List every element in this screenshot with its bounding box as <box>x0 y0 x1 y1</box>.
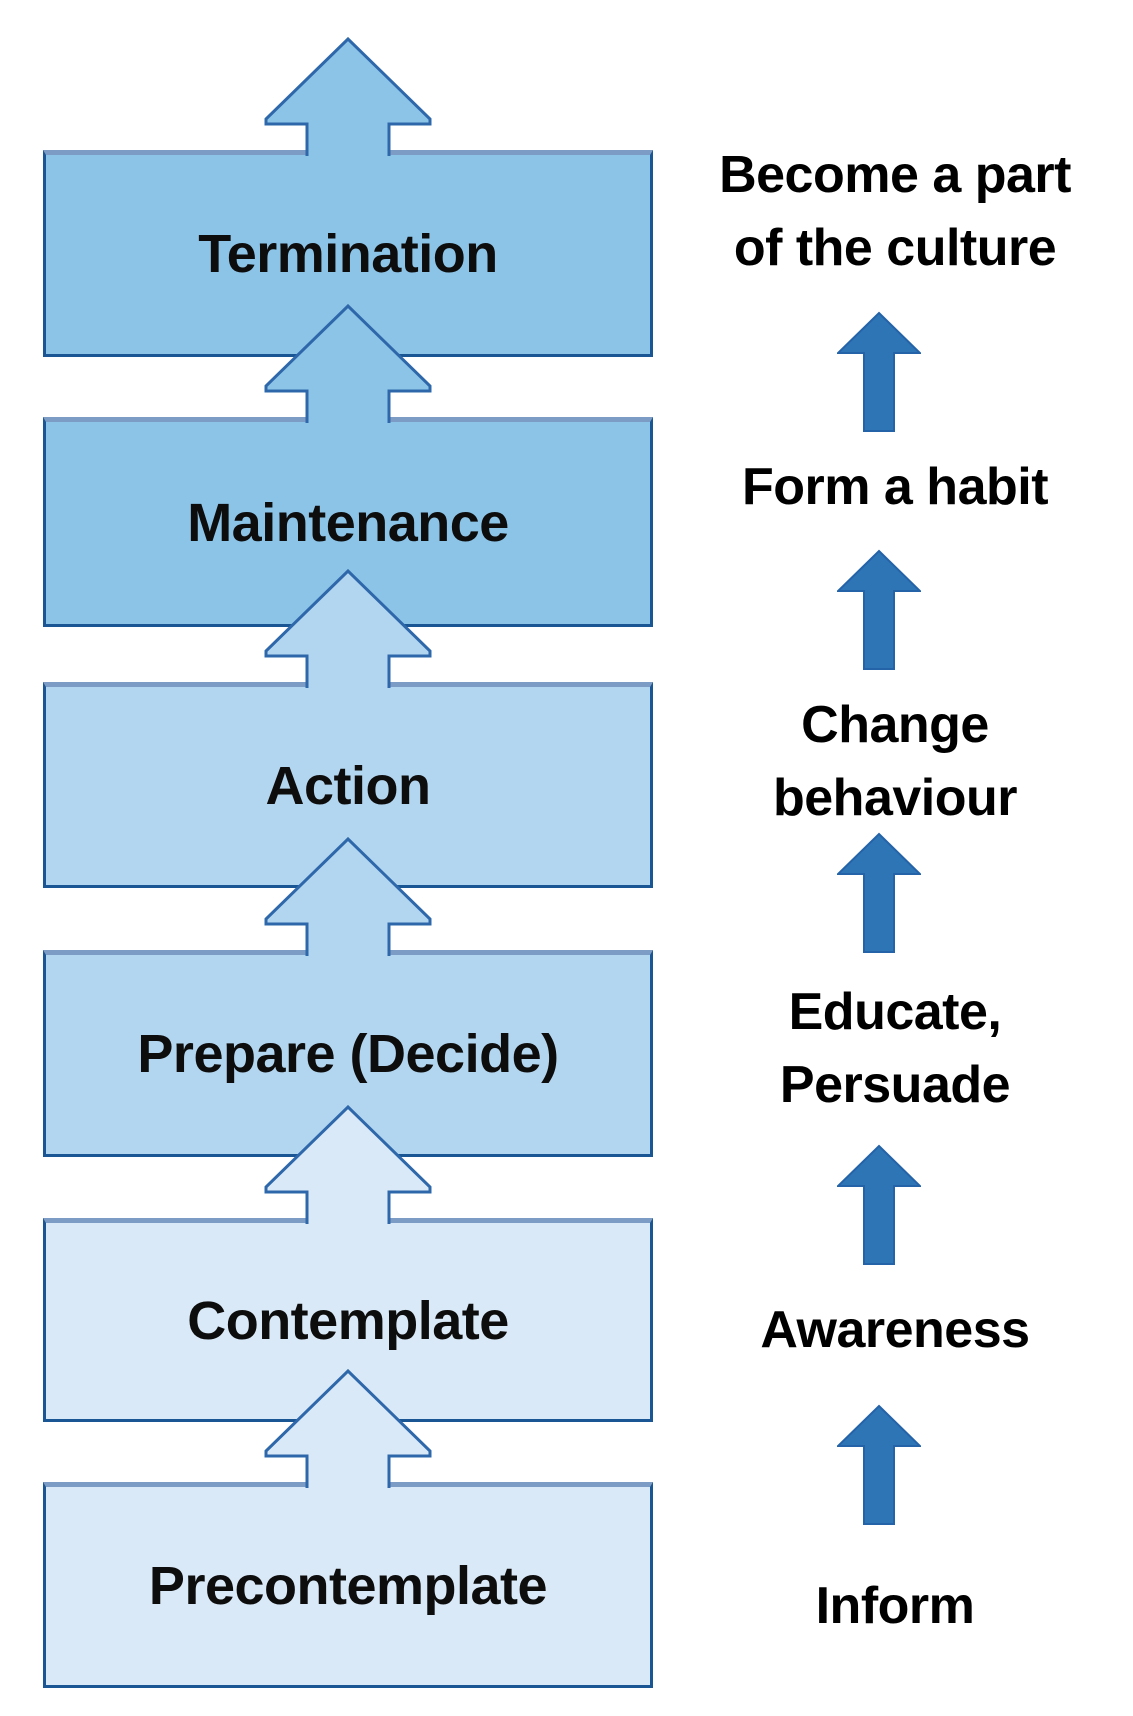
stage-up-arrow-prepare-decide <box>264 837 432 956</box>
stage-label-prepare-decide: Prepare (Decide) <box>137 1024 559 1085</box>
stage-label-precontemplate: Precontemplate <box>148 1555 548 1616</box>
stage-box-precontemplate: Precontemplate <box>43 1482 653 1688</box>
up-arrow-shape <box>264 304 432 423</box>
intervention-text: Awareness <box>760 1301 1030 1359</box>
up-arrow-shape <box>264 837 432 956</box>
intervention-label-change-behaviour: Change behaviour <box>665 689 1125 835</box>
stage-label-contemplate: Contemplate <box>187 1290 509 1351</box>
stage-up-arrow-maintenance <box>264 304 432 423</box>
intervention-text: Change behaviour <box>773 696 1018 827</box>
up-arrow-shape <box>264 1105 432 1224</box>
intervention-text: Educate, Persuade <box>779 983 1011 1114</box>
stage-up-arrow-action <box>264 569 432 688</box>
up-arrow-shape <box>837 549 921 670</box>
side-up-arrow-3 <box>837 832 921 953</box>
up-arrow-shape <box>264 1369 432 1488</box>
stage-up-arrow-contemplate <box>264 1105 432 1224</box>
up-arrow-shape <box>837 1404 921 1525</box>
intervention-label-awareness: Awareness <box>665 1294 1125 1367</box>
stage-up-arrow-termination <box>264 37 432 156</box>
intervention-label-educate-persuade: Educate, Persuade <box>665 976 1125 1122</box>
intervention-label-become-part-of-culture: Become a part of the culture <box>665 139 1125 285</box>
intervention-label-inform: Inform <box>665 1570 1125 1643</box>
intervention-label-form-a-habit: Form a habit <box>665 451 1125 524</box>
up-arrow-shape <box>264 37 432 156</box>
up-arrow-shape <box>837 832 921 953</box>
stage-label-action: Action <box>265 755 432 816</box>
stage-label-maintenance: Maintenance <box>187 492 509 553</box>
intervention-text: Form a habit <box>741 458 1049 516</box>
side-up-arrow-2 <box>837 549 921 670</box>
up-arrow-shape <box>264 569 432 688</box>
side-up-arrow-1 <box>837 311 921 432</box>
intervention-text: Become a part of the culture <box>719 146 1071 277</box>
intervention-text: Inform <box>815 1577 975 1635</box>
side-up-arrow-4 <box>837 1144 921 1265</box>
up-arrow-shape <box>837 311 921 432</box>
up-arrow-shape <box>837 1144 921 1265</box>
stage-label-termination: Termination <box>198 224 498 285</box>
stage-up-arrow-precontemplate <box>264 1369 432 1488</box>
side-up-arrow-5 <box>837 1404 921 1525</box>
